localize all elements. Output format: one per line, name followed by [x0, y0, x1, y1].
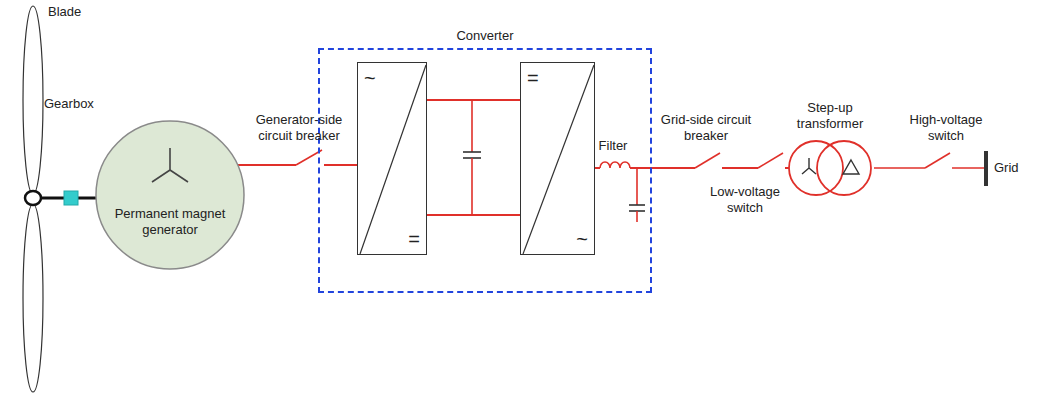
- conversion-symbol: =: [408, 228, 420, 250]
- transformer-label: Step-up transformer: [785, 100, 875, 132]
- blade-shape: [23, 6, 43, 194]
- dc-link-wire: [471, 158, 473, 215]
- switch-blade: [925, 153, 950, 168]
- hub-symbol: [25, 191, 41, 205]
- blade-shape: [23, 204, 43, 392]
- generator-circle: Permanent magnet generator: [95, 120, 245, 270]
- transformer-symbol: Step-up transformer: [785, 100, 875, 200]
- capacitor-plate: [463, 151, 481, 153]
- conversion-symbol: ~: [364, 67, 376, 89]
- power-wire: [427, 214, 520, 216]
- inverter-box: =~: [520, 62, 595, 255]
- inductor-ground: [600, 158, 630, 169]
- part-label: High-voltage switch: [900, 112, 992, 144]
- generator-outline: [95, 120, 245, 270]
- breaker-blade: [695, 153, 720, 168]
- converter-diagonal: [358, 63, 428, 256]
- conversion-symbol: ~: [576, 228, 588, 250]
- part-label: Generator-side circuit breaker: [246, 112, 352, 144]
- conversion-symbol: =: [527, 67, 539, 89]
- grid-wire: [952, 167, 985, 169]
- converter-group: Converter~==~: [318, 28, 652, 293]
- switch-blade: [758, 153, 783, 168]
- part-label: Low-voltage switch: [700, 184, 790, 216]
- part-label: Blade: [48, 4, 98, 20]
- generator-label: Permanent magnet generator: [110, 206, 230, 238]
- gearbox-symbol: [64, 191, 78, 205]
- inductor-symbol: [600, 162, 630, 168]
- rectifier-box: ~=: [357, 62, 427, 255]
- dc-link-wire: [471, 100, 473, 152]
- grid-bus-bar: [984, 151, 988, 186]
- part-label: Filter: [590, 138, 636, 154]
- transformer-windings: [785, 138, 875, 198]
- grid-wire: [874, 167, 925, 169]
- capacitor-plate: [629, 204, 645, 206]
- filter-wire: [636, 168, 638, 205]
- part-label: Grid: [994, 160, 1034, 176]
- group-heading: Converter: [318, 28, 652, 44]
- part-label: Grid-side circuit breaker: [660, 112, 752, 144]
- filter-wire: [636, 211, 638, 222]
- power-wire: [427, 99, 520, 101]
- part-label: Gearbox: [44, 96, 104, 112]
- converter-diagonal: [521, 63, 596, 256]
